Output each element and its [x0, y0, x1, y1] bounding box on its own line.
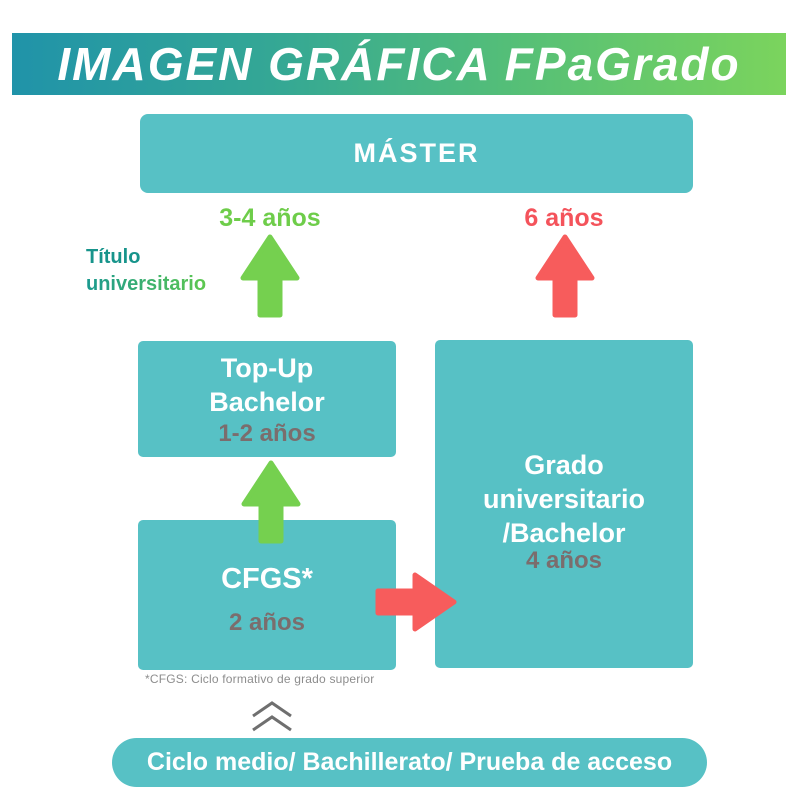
green-path-duration-label: 3-4 años: [219, 204, 321, 232]
green-up-arrow-icon: [240, 234, 300, 318]
red-right-arrow-icon: [375, 572, 457, 632]
red-path-duration-label: 6 años: [524, 204, 604, 232]
titulo-universitario-line2: universitario: [86, 271, 206, 298]
grado-box-line2: universitario: [482, 484, 646, 514]
page-title: IMAGEN GRÁFICA FPaGrado: [57, 38, 741, 90]
topup-box-duration: 1-2 años: [218, 420, 316, 447]
topup-box-line2: Bachelor: [209, 387, 325, 417]
access-routes-bar: Ciclo medio/ Bachillerato/ Prueba de acc…: [112, 738, 707, 787]
grado-box-line3: /Bachelor: [502, 518, 626, 548]
titulo-universitario-line1: Título: [86, 246, 141, 268]
master-box-label: MÁSTER: [353, 138, 480, 168]
master-box: MÁSTER: [140, 114, 693, 193]
cfgs-footnote: *CFGS: Ciclo formativo de grado superior: [145, 672, 375, 686]
double-chevron-up-icon: [252, 701, 292, 732]
grado-box-duration: 4 años: [525, 547, 603, 574]
cfgs-box: CFGS* 2 años: [138, 520, 396, 670]
topup-bachelor-box: Top-Up Bachelor 1-2 años: [138, 341, 396, 457]
cfgs-box-duration: 2 años: [228, 609, 306, 636]
header-banner: IMAGEN GRÁFICA FPaGrado: [12, 33, 786, 95]
titulo-universitario-label: Título universitario: [86, 244, 206, 298]
topup-box-line1: Top-Up: [220, 353, 314, 383]
grado-universitario-box: Grado universitario /Bachelor 4 años: [435, 340, 693, 668]
grado-box-line1: Grado: [524, 450, 604, 480]
dashed-divider-line: [73, 325, 786, 332]
access-routes-label: Ciclo medio/ Bachillerato/ Prueba de acc…: [146, 748, 673, 776]
cfgs-box-title: CFGS*: [221, 563, 313, 595]
red-up-arrow-icon: [535, 234, 595, 318]
green-up-arrow-lower-icon: [241, 460, 301, 544]
